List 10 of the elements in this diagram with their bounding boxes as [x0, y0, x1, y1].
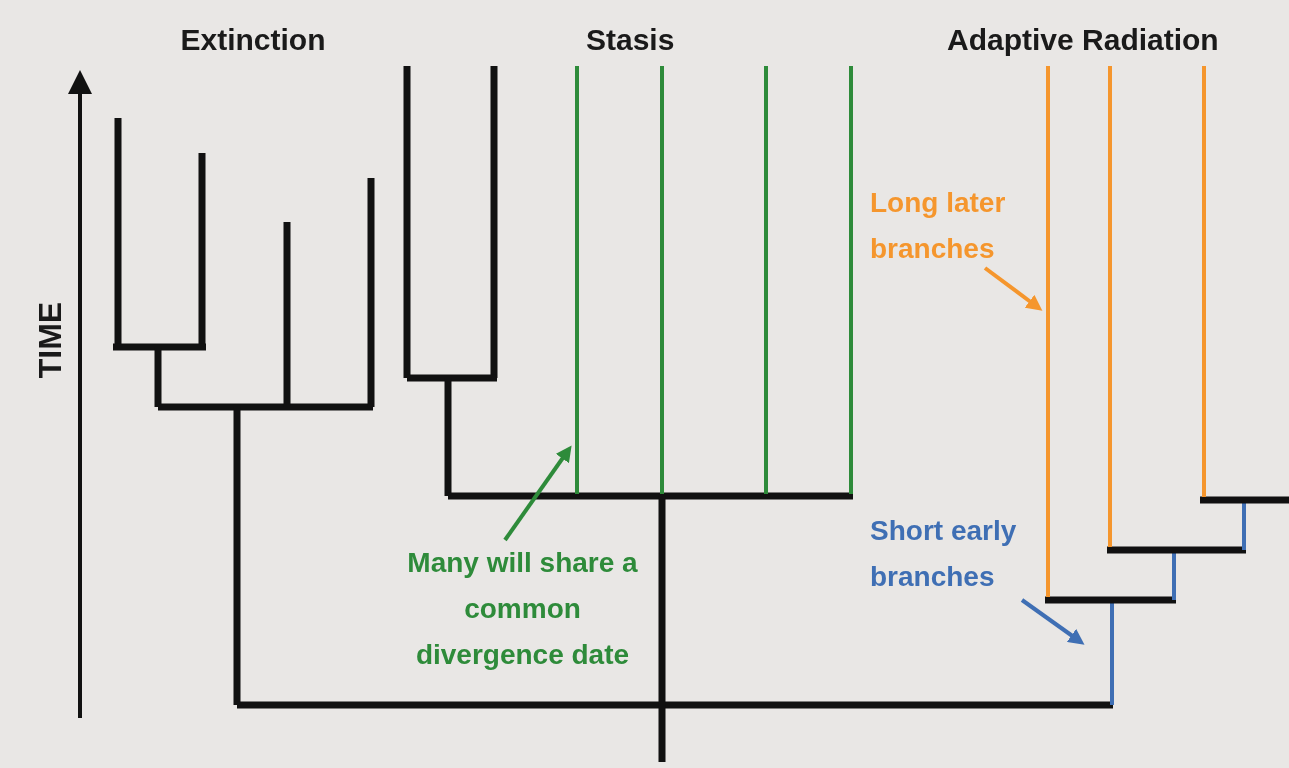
leader-arrow [983, 266, 1043, 311]
annotation-text: Many will share a common divergence date [406, 546, 639, 672]
annotation-text: Short early branches [870, 514, 1018, 594]
heading-label: Extinction [180, 22, 326, 58]
leader-arrow [1020, 598, 1085, 645]
leader-arrow [503, 445, 572, 542]
axis-label: TIME [31, 301, 70, 379]
annotation-text: Long later branches [870, 186, 1007, 266]
heading-label: Stasis [586, 22, 675, 58]
heading-label: Adaptive Radiation [947, 22, 1219, 58]
